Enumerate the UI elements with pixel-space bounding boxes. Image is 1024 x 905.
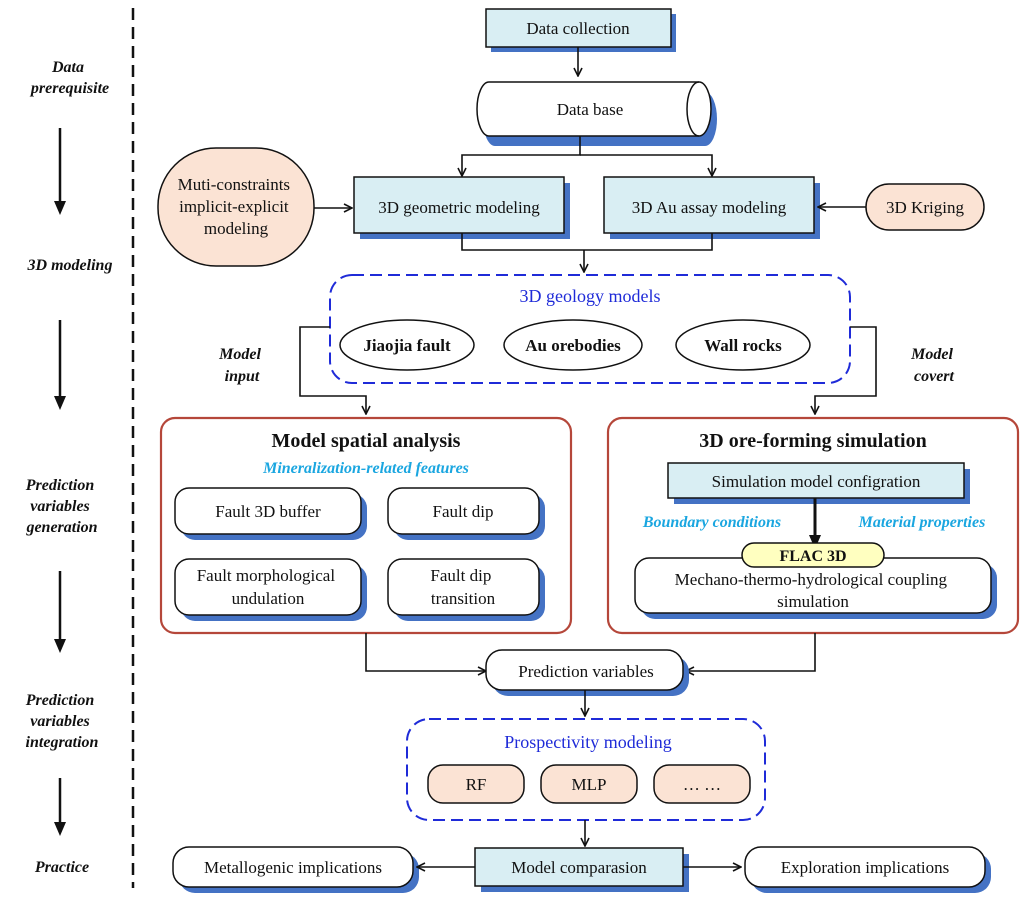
exploration-label: Exploration implications bbox=[781, 858, 950, 877]
connector-model-covert bbox=[815, 326, 877, 414]
model-comparison-label: Model comparasion bbox=[511, 858, 647, 877]
connector bbox=[686, 633, 816, 671]
wall-rocks-label: Wall rocks bbox=[704, 336, 782, 355]
feature-fault-morphological-undulation bbox=[174, 558, 362, 616]
flac-3d-label: FLAC 3D bbox=[779, 548, 846, 565]
material-properties-label: Material properties bbox=[858, 514, 986, 531]
connector bbox=[365, 633, 486, 671]
spatial-analysis-title: Model spatial analysis bbox=[272, 430, 461, 452]
stage-variables-generation: Prediction variables generation bbox=[25, 477, 98, 536]
exploration-box bbox=[744, 846, 986, 888]
data-collection-label: Data collection bbox=[526, 19, 630, 38]
method-label: MLP bbox=[572, 775, 607, 794]
feature-fault-dip bbox=[387, 487, 540, 535]
model-comparison-box bbox=[474, 847, 684, 887]
ellipse-jiaojia-fault bbox=[339, 319, 475, 371]
geometric-modeling-label: 3D geometric modeling bbox=[378, 198, 540, 217]
geology-models-group bbox=[329, 274, 851, 384]
method-rf bbox=[427, 764, 525, 804]
data-collection-box bbox=[485, 8, 672, 48]
method-label: … … bbox=[683, 775, 721, 794]
method-mlp bbox=[540, 764, 638, 804]
flac-3d-badge bbox=[741, 542, 885, 568]
feature-fault-dip-transition bbox=[387, 558, 540, 616]
feature-label: Fault dip transition bbox=[430, 566, 495, 608]
feature-label: Fault dip bbox=[433, 502, 494, 521]
stage-practice: Practice bbox=[34, 859, 89, 876]
feature-label: Fault 3D buffer bbox=[215, 502, 321, 521]
metallogenic-box bbox=[172, 846, 414, 888]
connector bbox=[461, 233, 713, 251]
au-assay-modeling-box bbox=[603, 176, 815, 234]
stage-3d-modeling: 3D modeling bbox=[27, 257, 113, 274]
kriging-label: 3D Kriging bbox=[886, 198, 964, 217]
feature-fault-3d-buffer bbox=[174, 487, 362, 535]
connector-model-input bbox=[299, 326, 366, 414]
simulation-config-box bbox=[667, 462, 965, 499]
stage-variables-integration: Prediction variables integration bbox=[25, 692, 99, 751]
boundary-conditions-label: Boundary conditions bbox=[642, 514, 781, 531]
prediction-variables-label: Prediction variables bbox=[518, 662, 654, 681]
spatial-analysis-subtitle: Mineralization-related features bbox=[262, 460, 469, 477]
connector bbox=[580, 154, 712, 176]
model-covert-label: Model covert bbox=[910, 346, 957, 385]
connector bbox=[462, 136, 581, 176]
method-label: RF bbox=[466, 775, 487, 794]
geometric-modeling-box bbox=[353, 176, 565, 234]
au-orebodies-label: Au orebodies bbox=[525, 336, 621, 355]
coupling-simulation-label: Mechano-thermo-hydrological coupling sim… bbox=[675, 570, 952, 611]
jiaojia-fault-label: Jiaojia fault bbox=[363, 336, 451, 355]
simulation-config-label: Simulation model configration bbox=[712, 472, 921, 491]
ellipse-wall-rocks bbox=[675, 319, 811, 371]
stage-data-prerequisite: Data prerequisite bbox=[29, 59, 109, 97]
au-assay-modeling-label: 3D Au assay modeling bbox=[632, 198, 787, 217]
simulation-title: 3D ore-forming simulation bbox=[699, 430, 926, 452]
prospectivity-group bbox=[406, 718, 766, 821]
model-input-label: Model input bbox=[218, 346, 265, 385]
prospectivity-title: Prospectivity modeling bbox=[504, 732, 671, 752]
data-base-label: Data base bbox=[557, 100, 624, 119]
geology-models-title: 3D geology models bbox=[520, 286, 661, 306]
cylinder-edge bbox=[686, 81, 700, 137]
muti-constraints-node bbox=[157, 147, 315, 267]
method-more bbox=[653, 764, 751, 804]
ellipse-au-orebodies bbox=[503, 319, 643, 371]
metallogenic-label: Metallogenic implications bbox=[204, 858, 382, 877]
muti-constraints-label: Muti-constraints implicit-explicit model… bbox=[178, 175, 295, 238]
feature-label: Fault morphological undulation bbox=[197, 566, 340, 608]
